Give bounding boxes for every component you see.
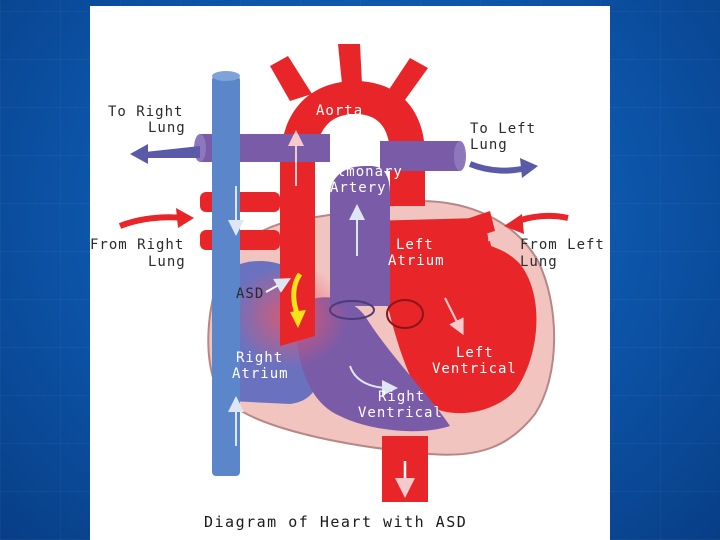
arrow-from-right-lung (118, 214, 183, 229)
label-to-right-lung-line1: To Right (108, 104, 183, 120)
arrow-to-left-lung (468, 161, 527, 174)
arrow-to-right-lung (138, 146, 200, 158)
asd-shunt-arrowhead (290, 310, 306, 328)
arrow-to-left-lung-head (520, 158, 538, 178)
pulmonary-vein-left-lower (445, 241, 494, 268)
pulmonary-artery-left-branch (380, 141, 460, 171)
arrow-from-right-lung-head (176, 208, 194, 228)
mitral-valve (386, 299, 424, 329)
label-asd: ASD (236, 286, 264, 302)
label-left-ventricle-line1: Left (456, 345, 494, 361)
label-right-atrium-line2: Atrium (232, 366, 289, 382)
label-from-right-lung-line1: From Right (90, 237, 184, 253)
pulmonary-vein-left-upper (440, 211, 495, 246)
pulmonary-artery (330, 166, 390, 306)
vena-cava (212, 76, 240, 476)
diagram-caption: Diagram of Heart with ASD (204, 513, 467, 531)
label-to-left-lung-line1: To Left (470, 121, 536, 137)
vena-cava-top-cap (212, 71, 240, 81)
pulmonary-artery-left-cap (454, 141, 466, 171)
label-to-right-lung-line2: Lung (148, 120, 186, 136)
diagram-panel: Aorta To Right Lung To Left Lung Pulmona… (90, 6, 610, 540)
label-left-atrium-line1: Left (396, 237, 434, 253)
label-right-atrium-line1: Right (236, 350, 283, 366)
label-from-left-lung-line2: Lung (520, 254, 558, 270)
flow-arrow-lv (444, 297, 464, 336)
aortic-branch-3 (386, 58, 428, 104)
label-to-left-lung-line2: Lung (470, 137, 508, 153)
label-aorta: Aorta (316, 103, 363, 119)
heart-diagram: Aorta To Right Lung To Left Lung Pulmona… (90, 44, 605, 531)
arrow-from-left-lung (514, 212, 569, 225)
label-left-ventricle-line2: Ventrical (432, 361, 517, 377)
pulmonary-valve (329, 300, 375, 320)
asd-pointer (265, 278, 291, 293)
label-pulmonary-artery-line2: Artery (330, 180, 387, 196)
label-from-right-lung-line2: Lung (148, 254, 186, 270)
arrow-to-right-lung-head (130, 144, 148, 164)
aortic-branch-2 (338, 44, 362, 84)
arrow-from-left-lung-head (504, 214, 524, 234)
label-from-left-lung-line1: From Left (520, 237, 605, 253)
label-left-atrium-line2: Atrium (388, 253, 445, 269)
label-right-ventricle-line2: Ventrical (358, 405, 443, 421)
label-right-ventricle-line1: Right (378, 389, 425, 405)
flow-arrow-rv (349, 365, 398, 396)
aortic-branch-1 (270, 56, 312, 101)
label-pulmonary-artery-line1: Pulmonary (318, 164, 403, 180)
